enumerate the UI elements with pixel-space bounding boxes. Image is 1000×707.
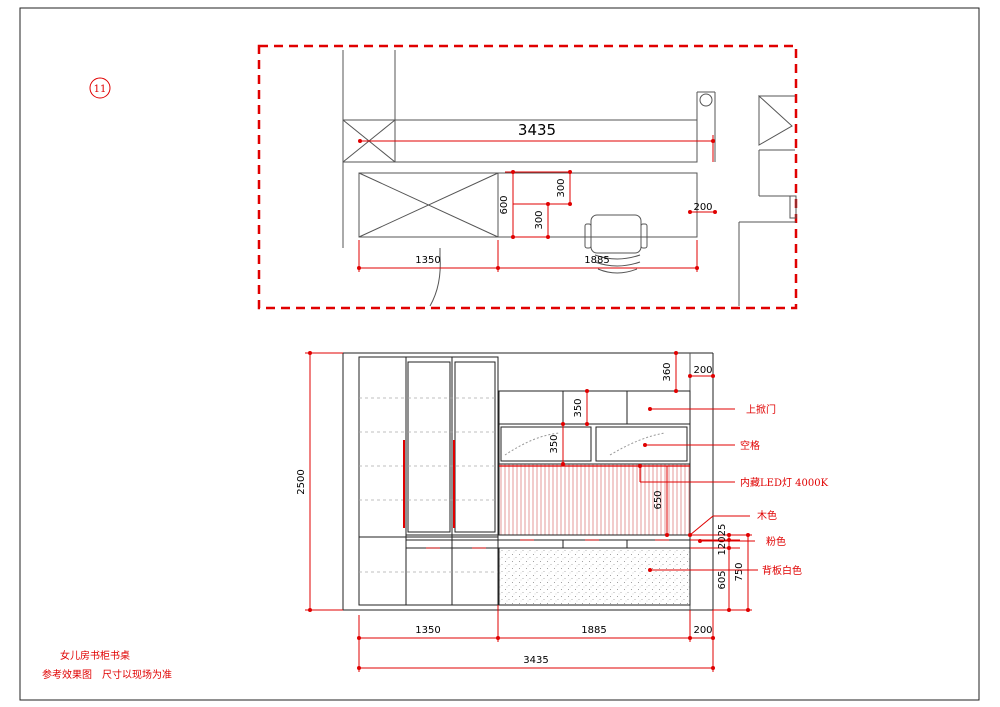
dim-plan-1885: 1885: [584, 255, 609, 266]
dim-plan-600: 600: [499, 195, 510, 214]
callout-led: 内藏LED灯 4000K: [740, 476, 829, 489]
plan-column-circle: [699, 93, 713, 107]
sheet-border: [19, 7, 980, 701]
dim-elev-1350: 1350: [415, 625, 440, 636]
upper-flip-doors: [498, 390, 691, 425]
elev-bookcase: [358, 356, 499, 606]
dim-plan-overall: 3435: [518, 121, 556, 139]
slatted-back-panel: [498, 463, 691, 536]
desk-drawers: [405, 539, 691, 549]
dim-elev-360: 360: [662, 362, 673, 381]
dim-plan-200: 200: [693, 202, 712, 213]
dim-elev-350-open: 350: [549, 434, 560, 453]
dim-plan-1350: 1350: [415, 255, 440, 266]
plan-view: 3435 600 300 300 200 1350 1885: [257, 44, 798, 310]
sheet-number: 11: [94, 84, 107, 95]
dim-plan-300-mid: 300: [534, 210, 545, 229]
callout-upper-door: 上掀门: [746, 403, 776, 416]
plan-highlight-frame: [257, 44, 798, 310]
callout-wood: 木色: [757, 509, 777, 522]
dim-elev-605: 605: [717, 570, 728, 589]
desk-chair: [584, 214, 648, 274]
callout-open-shelf: 空格: [740, 439, 760, 452]
glass-door-left: [407, 361, 451, 533]
glass-door-right: [454, 361, 496, 533]
dim-elev-2500: 2500: [296, 469, 307, 494]
dim-elev-3435: 3435: [523, 655, 548, 666]
sheet-note: 参考效果图 尺寸以现场为准: [42, 668, 172, 681]
dim-elev-200-bottom: 200: [693, 625, 712, 636]
dim-elev-650: 650: [653, 490, 664, 509]
callout-pink: 粉色: [766, 535, 786, 548]
dim-elev-750: 750: [734, 562, 745, 581]
sheet-title: 女儿房书柜书桌: [60, 649, 130, 662]
callout-back-panel: 背板白色: [762, 564, 802, 577]
plan-door-swing: [429, 255, 441, 307]
dim-elev-200-top: 200: [693, 365, 712, 376]
sheet-number-badge: 11: [89, 77, 111, 99]
plan-bookcase: [358, 172, 499, 238]
dim-elev-25: 25: [717, 524, 728, 537]
open-shelf-row: [498, 423, 691, 465]
plan-side-fixture: [758, 94, 793, 146]
dim-elev-350-door: 350: [573, 398, 584, 417]
dim-elev-120: 120: [717, 536, 728, 555]
elevation-view: 2500 360 200 350 350 650 25 120 605 750: [296, 351, 829, 672]
plan-desk: [358, 172, 698, 238]
dim-plan-300-top: 300: [556, 178, 567, 197]
dim-elev-1885: 1885: [581, 625, 606, 636]
under-desk-panel: [498, 547, 691, 606]
